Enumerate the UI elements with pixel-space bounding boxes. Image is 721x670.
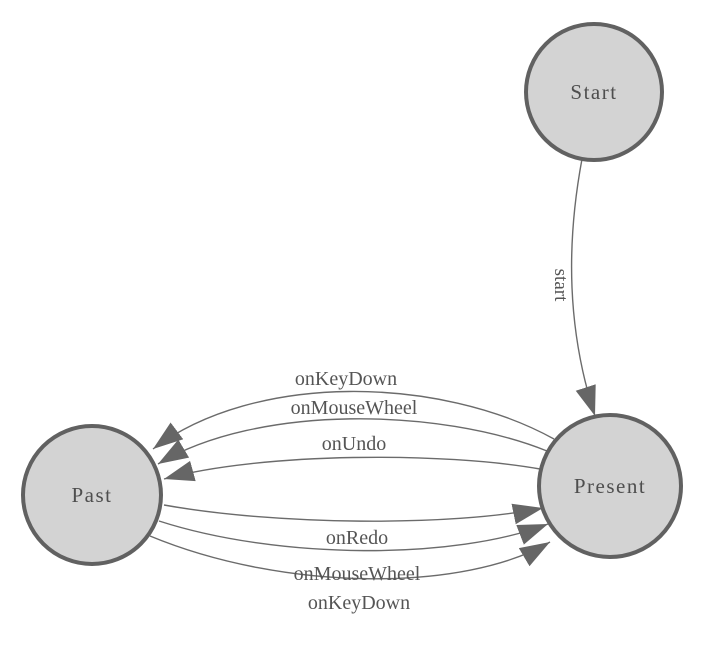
edge-label-onmousewheel-top: onMouseWheel <box>291 397 418 419</box>
state-node-start-circle <box>524 22 664 162</box>
edge-label-start: start <box>550 269 571 302</box>
state-node-present-label: Present <box>574 474 646 498</box>
state-node-present: Present <box>537 413 683 559</box>
state-node-present-circle <box>537 413 683 559</box>
state-node-past-label: Past <box>71 483 112 507</box>
edge-past-to-present-onmousewheel <box>158 520 549 552</box>
edge-present-to-past-onundo <box>163 456 541 482</box>
edge-label-onundo: onUndo <box>322 433 386 455</box>
edge-label-group: start onKeyDown onMouseWheel onUndo onRe… <box>291 269 571 614</box>
edge-label-onkeydown-bottom: onKeyDown <box>308 592 410 614</box>
node-group: Start Present Past <box>21 22 683 566</box>
edge-start-to-present <box>570 158 596 417</box>
edge-present-to-past-onmousewheel <box>157 418 548 465</box>
state-node-past: Past <box>21 424 163 566</box>
edge-present-to-past-onkeydown <box>152 390 555 450</box>
state-node-past-circle <box>21 424 163 566</box>
edge-past-to-present-onredo <box>163 503 544 525</box>
edge-label-onkeydown-top: onKeyDown <box>295 368 397 390</box>
edge-past-to-present-onkeydown <box>149 535 551 580</box>
edge-group <box>149 158 596 580</box>
state-node-start-label: Start <box>570 80 617 104</box>
edge-label-onredo: onRedo <box>326 527 388 549</box>
state-node-start: Start <box>524 22 664 162</box>
edge-label-onmousewheel-bottom: onMouseWheel <box>294 563 421 585</box>
